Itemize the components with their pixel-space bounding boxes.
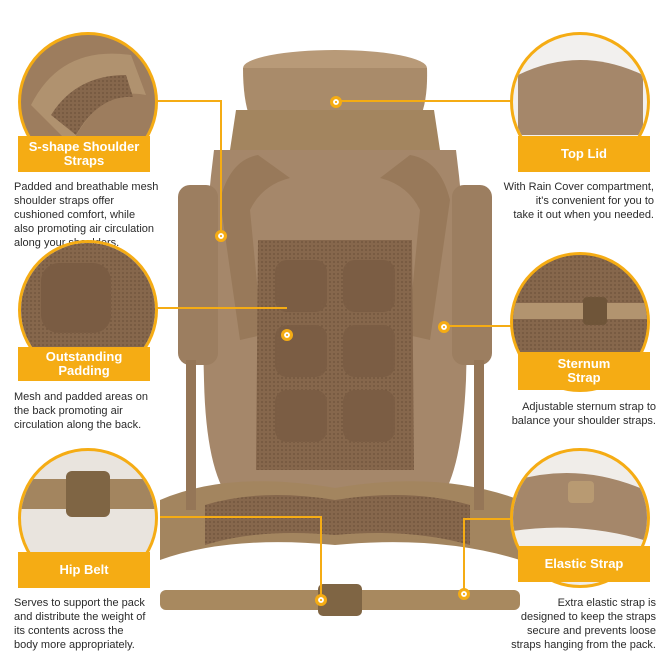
hip-belt-title: Hip Belt — [18, 552, 150, 588]
connector-line-toplid — [336, 100, 511, 102]
marker-toplid — [330, 96, 342, 108]
marker-elastic — [458, 588, 470, 600]
shoulder-straps-title: S-shape Shoulder Straps — [18, 136, 150, 172]
shoulder-straps-description: Padded and breathable mesh shoulder stra… — [14, 181, 159, 249]
shoulder-straps-title-line1: S-shape Shoulder — [28, 139, 140, 154]
marker-hipbelt — [315, 594, 327, 606]
hip-belt-description: Serves to support the pack and distribut… — [14, 597, 146, 651]
sternum-strap-title: Sternum Strap — [518, 352, 650, 390]
connector-line-padding — [157, 307, 287, 309]
shoulder-straps-title-line2: Straps — [63, 153, 105, 168]
connector-line-shoulder — [157, 100, 221, 102]
padding-title: Outstanding Padding — [18, 347, 150, 381]
connector-line-hipbelt — [160, 516, 322, 518]
top-lid-description: With Rain Cover compartment, it's conven… — [503, 181, 654, 221]
marker-padding — [281, 329, 293, 341]
elastic-strap-description: Extra elastic strap is designed to keep … — [511, 597, 656, 651]
sternum-strap-title-line2: Strap — [567, 370, 601, 385]
elastic-strap-title: Elastic Strap — [518, 546, 650, 582]
marker-shoulder — [215, 230, 227, 242]
connector-line-elastic — [464, 518, 518, 520]
sternum-strap-description: Adjustable sternum strap to balance your… — [511, 401, 656, 427]
sternum-strap-title-line1: Sternum — [557, 356, 611, 371]
marker-sternum — [438, 321, 450, 333]
top-lid-title: Top Lid — [518, 136, 650, 172]
padding-description: Mesh and padded areas on the back promot… — [14, 391, 148, 431]
connector-line-elastic-vertical — [463, 518, 465, 592]
connector-line-hipbelt-vertical — [320, 516, 322, 600]
connector-line-sternum — [444, 325, 516, 327]
padding-title-line2: Padding — [58, 363, 110, 378]
padding-title-line1: Outstanding — [45, 349, 123, 364]
connector-line-shoulder-vertical — [220, 100, 222, 236]
